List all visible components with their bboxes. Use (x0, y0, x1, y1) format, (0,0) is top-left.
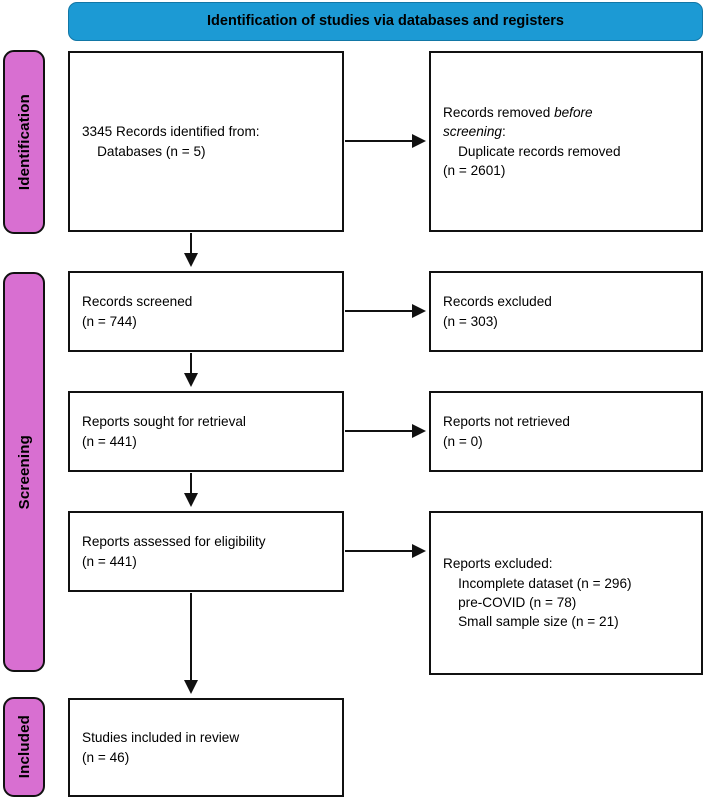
records-removed-line3: Duplicate records removed (443, 143, 621, 159)
box-studies-included-in-review: Studies included in review (n = 46) (68, 698, 344, 797)
phase-bar-included: Included (3, 697, 45, 797)
phase-bar-identification: Identification (3, 50, 45, 234)
box-records-removed-text: Records removed before screening: Duplic… (431, 103, 701, 180)
reports-excluded-line4: Small sample size (n = 21) (443, 614, 619, 630)
box-records-identified-text: 3345 Records identified from: Databases … (70, 122, 342, 161)
reports-excluded-line3: pre-COVID (n = 78) (443, 595, 577, 610)
box-records-excluded-text: Records excluded (n = 303) (431, 292, 701, 331)
studies-included-line2: (n = 46) (82, 749, 130, 765)
reports-not-retrieved-line1: Reports not retrieved (443, 414, 570, 430)
box-reports-assessed-text: Reports assessed for eligibility (n = 44… (70, 532, 342, 571)
box-reports-sought-for-retrieval: Reports sought for retrieval (n = 441) (68, 391, 344, 472)
banner-identification-via-databases: Identification of studies via databases … (68, 2, 703, 41)
records-removed-emphasis-before: before (554, 104, 593, 120)
records-removed-emphasis-screening: screening (443, 124, 502, 140)
box-records-excluded: Records excluded (n = 303) (429, 271, 703, 352)
reports-assessed-line1: Reports assessed for eligibility (82, 534, 266, 550)
phase-label-identification: Identification (15, 93, 33, 191)
records-excluded-line2: (n = 303) (443, 313, 498, 329)
box-reports-excluded: Reports excluded: Incomplete dataset (n … (429, 511, 703, 675)
records-identified-line2: Databases (n = 5) (82, 143, 206, 159)
box-reports-excluded-text: Reports excluded: Incomplete dataset (n … (431, 554, 701, 631)
reports-not-retrieved-line2: (n = 0) (443, 433, 483, 449)
reports-assessed-line2: (n = 441) (82, 553, 137, 569)
phase-label-screening: Screening (15, 434, 33, 510)
records-identified-line1: 3345 Records identified from: (82, 124, 260, 140)
studies-included-line1: Studies included in review (82, 730, 240, 746)
records-screened-line1: Records screened (82, 294, 193, 310)
records-removed-line4: (n = 2601) (443, 162, 506, 178)
reports-sought-line2: (n = 441) (82, 433, 137, 449)
records-removed-line1a: Records removed (443, 104, 555, 120)
records-removed-line2b: : (501, 124, 506, 140)
reports-excluded-line1: Reports excluded: (443, 556, 553, 572)
reports-sought-line1: Reports sought for retrieval (82, 414, 246, 430)
phase-bar-screening: Screening (3, 272, 45, 672)
box-records-screened: Records screened (n = 744) (68, 271, 344, 352)
box-reports-not-retrieved-text: Reports not retrieved (n = 0) (431, 412, 701, 451)
box-records-identified: 3345 Records identified from: Databases … (68, 51, 344, 232)
box-studies-included-text: Studies included in review (n = 46) (70, 728, 342, 767)
box-reports-not-retrieved: Reports not retrieved (n = 0) (429, 391, 703, 472)
records-screened-line2: (n = 744) (82, 313, 137, 329)
records-excluded-line1: Records excluded (443, 294, 552, 310)
box-reports-sought-text: Reports sought for retrieval (n = 441) (70, 412, 342, 451)
reports-excluded-line2: Incomplete dataset (n = 296) (443, 575, 632, 591)
box-reports-assessed-for-eligibility: Reports assessed for eligibility (n = 44… (68, 511, 344, 592)
box-records-removed-before-screening: Records removed before screening: Duplic… (429, 51, 703, 232)
phase-label-included: Included (15, 715, 33, 779)
banner-title: Identification of studies via databases … (207, 12, 564, 29)
box-records-screened-text: Records screened (n = 744) (70, 292, 342, 331)
